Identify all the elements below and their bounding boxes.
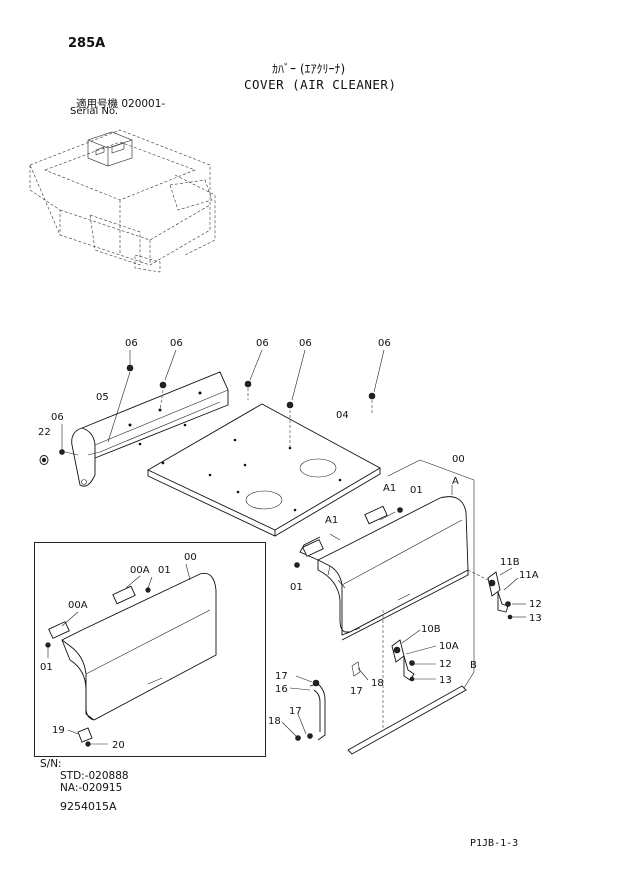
callout-18: 18 <box>371 678 384 689</box>
serial-note-label: S/N: <box>40 758 62 770</box>
callout-06: 06 <box>299 338 312 349</box>
serial-label: Serial No. <box>70 106 119 117</box>
reference-code: P1JB-1-3 <box>470 838 519 849</box>
callout-10A: 10A <box>439 641 459 652</box>
callout-11B: 11B <box>500 557 520 568</box>
callout-17: 17 <box>289 706 302 717</box>
callout-13: 13 <box>529 613 542 624</box>
callout-01: 01 <box>290 582 303 593</box>
callout-13: 13 <box>439 675 452 686</box>
title-english: COVER (AIR CLEANER) <box>244 77 397 92</box>
inset-callout-00A: 00A <box>130 565 150 576</box>
callout-labels: 06 06 06 06 06 06 05 04 22 00 A A1 A1 01… <box>38 338 542 751</box>
callout-A1: A1 <box>325 515 338 526</box>
callout-A1: A1 <box>383 483 396 494</box>
callout-18: 18 <box>268 716 281 727</box>
inset-callout-00: 00 <box>184 552 197 563</box>
callout-12: 12 <box>439 659 452 670</box>
part-10-bracket-lower <box>351 610 437 730</box>
inset-callout-01: 01 <box>40 662 53 673</box>
callout-06: 06 <box>170 338 183 349</box>
part-B-strip <box>347 671 475 755</box>
part-00-cover-assembly <box>294 459 475 672</box>
callout-01: 01 <box>410 485 423 496</box>
inset-variant-box <box>34 542 266 757</box>
callout-06: 06 <box>51 412 64 423</box>
callout-06: 06 <box>378 338 391 349</box>
part-11-bracket-right <box>467 567 526 620</box>
part-04-plate <box>147 403 381 537</box>
callout-17: 17 <box>275 671 288 682</box>
title-japanese: ｶﾊﾞｰ (ｴｱｸﾘｰﾅ) <box>272 62 346 76</box>
part-05-cover <box>71 371 229 487</box>
serial-note-na: NA:-020915 <box>60 782 123 794</box>
serial-note-std: STD:-020888 <box>60 770 129 782</box>
inset-callout-19: 19 <box>52 725 65 736</box>
part-06-bolts <box>39 349 385 465</box>
inset-callout-20: 20 <box>112 740 125 751</box>
callout-12: 12 <box>529 599 542 610</box>
inset-callout-00A: 00A <box>68 600 88 611</box>
serial-range-japanese: 適用号機 020001- <box>76 98 166 110</box>
page-number: 285A <box>68 36 106 51</box>
machine-location-sketch <box>29 129 216 273</box>
inset-callout-01: 01 <box>158 565 171 576</box>
callout-04: 04 <box>336 410 349 421</box>
callout-10B: 10B <box>421 624 441 635</box>
callout-06: 06 <box>256 338 269 349</box>
callout-A: A <box>452 476 459 487</box>
inset-variant-drawing <box>45 563 217 747</box>
callout-00: 00 <box>452 454 465 465</box>
callout-05: 05 <box>96 392 109 403</box>
callout-11A: 11A <box>519 570 539 581</box>
drawing-number: 9254015A <box>60 800 117 813</box>
callout-22: 22 <box>38 427 51 438</box>
part-16-stay <box>281 675 326 741</box>
callout-16: 16 <box>275 684 288 695</box>
callout-B: B <box>470 660 477 671</box>
callout-06: 06 <box>125 338 138 349</box>
callout-17: 17 <box>350 686 363 697</box>
